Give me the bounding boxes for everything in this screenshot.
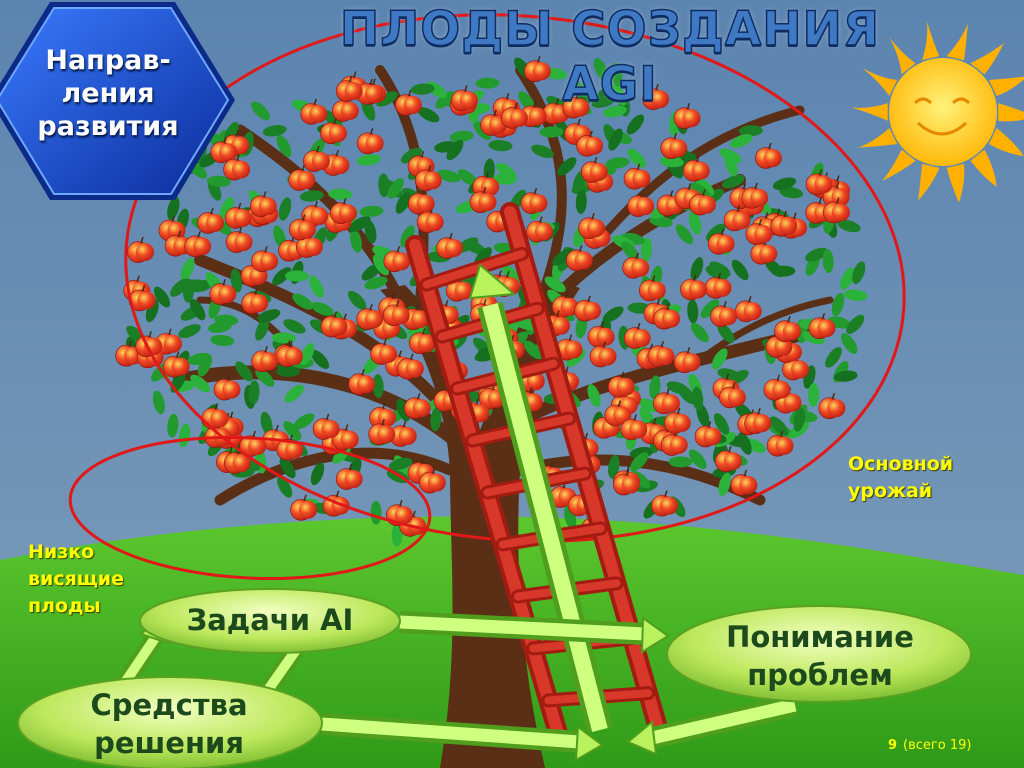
page-number: 9 (всего 19) bbox=[888, 738, 971, 753]
solution-tools-line-1: Средства bbox=[90, 688, 248, 722]
page-number-total: (всего 19) bbox=[903, 738, 972, 753]
section-badge-line-1: Направ- bbox=[45, 45, 171, 76]
low-hanging-line-2: висящие bbox=[28, 568, 125, 590]
section-badge-line-2: ления bbox=[61, 78, 155, 109]
main-harvest-line-2: урожай bbox=[848, 480, 933, 502]
low-hanging-outline bbox=[68, 435, 432, 581]
problem-understanding-node bbox=[666, 605, 972, 703]
section-badge-hexagon bbox=[0, 2, 235, 200]
problem-understanding-line-1: Понимание bbox=[726, 620, 914, 654]
low-hanging-label: Низко висящие плоды bbox=[28, 539, 124, 620]
main-harvest-line-1: Основной bbox=[848, 453, 954, 475]
arrow-understanding-to-ladder bbox=[626, 694, 798, 756]
solution-tools-node bbox=[17, 676, 323, 768]
main-harvest-label: Основной урожай bbox=[848, 451, 953, 505]
problem-understanding-text: Понимание проблем bbox=[680, 618, 960, 694]
arrow-tasks-to-understanding bbox=[399, 611, 670, 654]
page-title: ПЛОДЫ СОЗДАНИЯ AGI bbox=[339, 1, 881, 113]
low-hanging-line-1: Низко bbox=[28, 541, 95, 563]
section-badge-line-3: развития bbox=[37, 111, 179, 142]
low-hanging-line-3: плоды bbox=[28, 595, 101, 617]
ai-tasks-text: Задачи AI bbox=[186, 603, 354, 637]
ai-tasks-node bbox=[139, 588, 401, 654]
arrow-up-ladder bbox=[468, 263, 613, 734]
connector-arrows bbox=[112, 263, 798, 762]
sun-icon bbox=[851, 21, 1024, 203]
solution-tools-line-2: решения bbox=[94, 726, 244, 760]
arrow-tools-to-ladder bbox=[321, 713, 604, 762]
solution-tools-text: Средства решения bbox=[34, 686, 304, 762]
problem-understanding-line-2: проблем bbox=[747, 658, 893, 692]
section-badge-label: Направ- ления развития bbox=[10, 44, 206, 143]
page-number-current: 9 bbox=[888, 738, 898, 753]
